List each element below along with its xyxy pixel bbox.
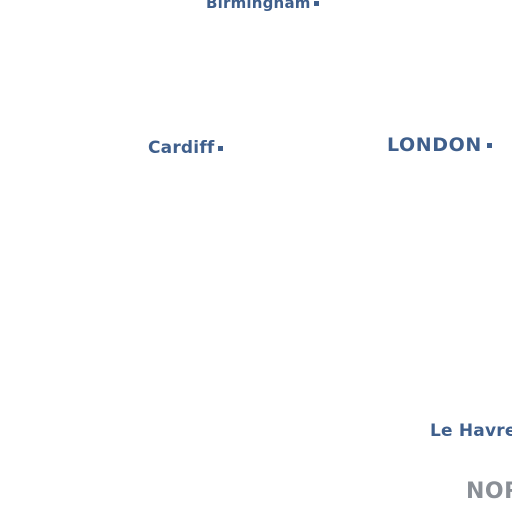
square-marker-icon: [313, 0, 319, 6]
city-label-birmingham[interactable]: Birmingham: [206, 0, 319, 12]
city-name: LONDON: [387, 134, 482, 156]
city-name: Le Havre: [430, 421, 512, 441]
square-marker-icon: [217, 145, 223, 151]
city-label-le-havre[interactable]: Le Havre: [430, 421, 512, 441]
region-label: NOR: [466, 479, 512, 504]
city-label-cardiff[interactable]: Cardiff: [148, 138, 223, 158]
city-label-london[interactable]: LONDON: [387, 134, 492, 156]
city-name: Birmingham: [206, 0, 311, 12]
city-name: Cardiff: [148, 138, 215, 158]
square-marker-icon: [486, 142, 492, 148]
